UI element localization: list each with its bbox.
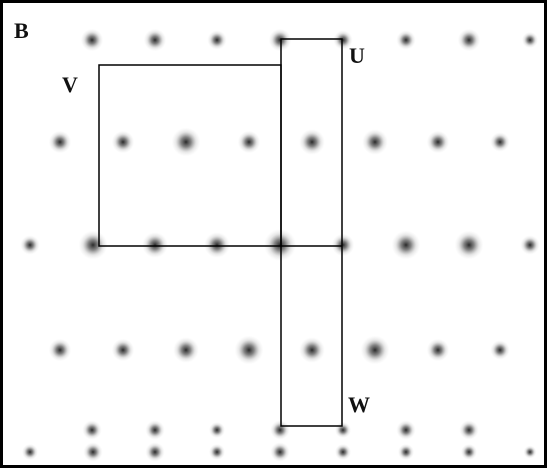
diffraction-spot [207, 30, 227, 50]
diffraction-spot [396, 420, 416, 440]
diffraction-spot [520, 235, 540, 255]
diffraction-spot [459, 420, 479, 440]
diffraction-spot [20, 235, 40, 255]
diffraction-spot [522, 32, 538, 48]
diffraction-spot [111, 338, 135, 362]
diffraction-spot [173, 337, 199, 363]
diffraction-spot [299, 129, 325, 155]
diffraction-spot [461, 444, 477, 460]
label-u: U [349, 43, 365, 68]
horizontal-box-v [98, 64, 282, 247]
diffraction-spot [454, 230, 484, 260]
diffraction-spot [490, 340, 510, 360]
diffraction-spot [490, 132, 510, 152]
diffraction-spot [270, 420, 290, 440]
diffraction-spot [22, 444, 38, 460]
diffraction-spot [426, 130, 450, 154]
diffraction-spot [209, 444, 225, 460]
diffraction-spot [268, 28, 292, 52]
diffraction-spot [48, 338, 72, 362]
diffraction-spot [360, 335, 390, 365]
diffraction-spot [234, 335, 264, 365]
label-v: V [62, 72, 78, 97]
diffraction-spot [333, 30, 353, 50]
diffraction-spot [48, 130, 72, 154]
diffraction-spot [80, 28, 104, 52]
diffraction-spot [204, 232, 230, 258]
diffraction-spot [145, 420, 165, 440]
diffraction-spot [143, 28, 167, 52]
diffraction-spot [82, 420, 102, 440]
diffraction-spot [142, 232, 168, 258]
diffraction-spot [264, 229, 296, 261]
diffraction-spot [111, 130, 135, 154]
diffraction-spot [457, 28, 481, 52]
diffraction-spot [335, 444, 351, 460]
spot-lattice [20, 28, 540, 462]
diffraction-spot [331, 233, 355, 257]
diffraction-spot [237, 130, 261, 154]
panel-label: B [14, 18, 29, 43]
diffraction-spot [523, 445, 537, 459]
diffraction-spot [171, 127, 201, 157]
diffraction-spot [145, 442, 165, 462]
diffraction-spot [270, 442, 290, 462]
label-w: W [348, 392, 370, 417]
diffraction-spot [299, 337, 325, 363]
diffraction-spot [391, 230, 421, 260]
diffraction-spot [83, 442, 103, 462]
diffraction-spot [209, 422, 225, 438]
diffraction-spot [398, 444, 414, 460]
diffraction-spot [396, 30, 416, 50]
diffraction-spot [78, 230, 108, 260]
diffraction-spot [362, 129, 388, 155]
diffraction-spot [426, 338, 450, 362]
diffraction-spot [335, 422, 351, 438]
